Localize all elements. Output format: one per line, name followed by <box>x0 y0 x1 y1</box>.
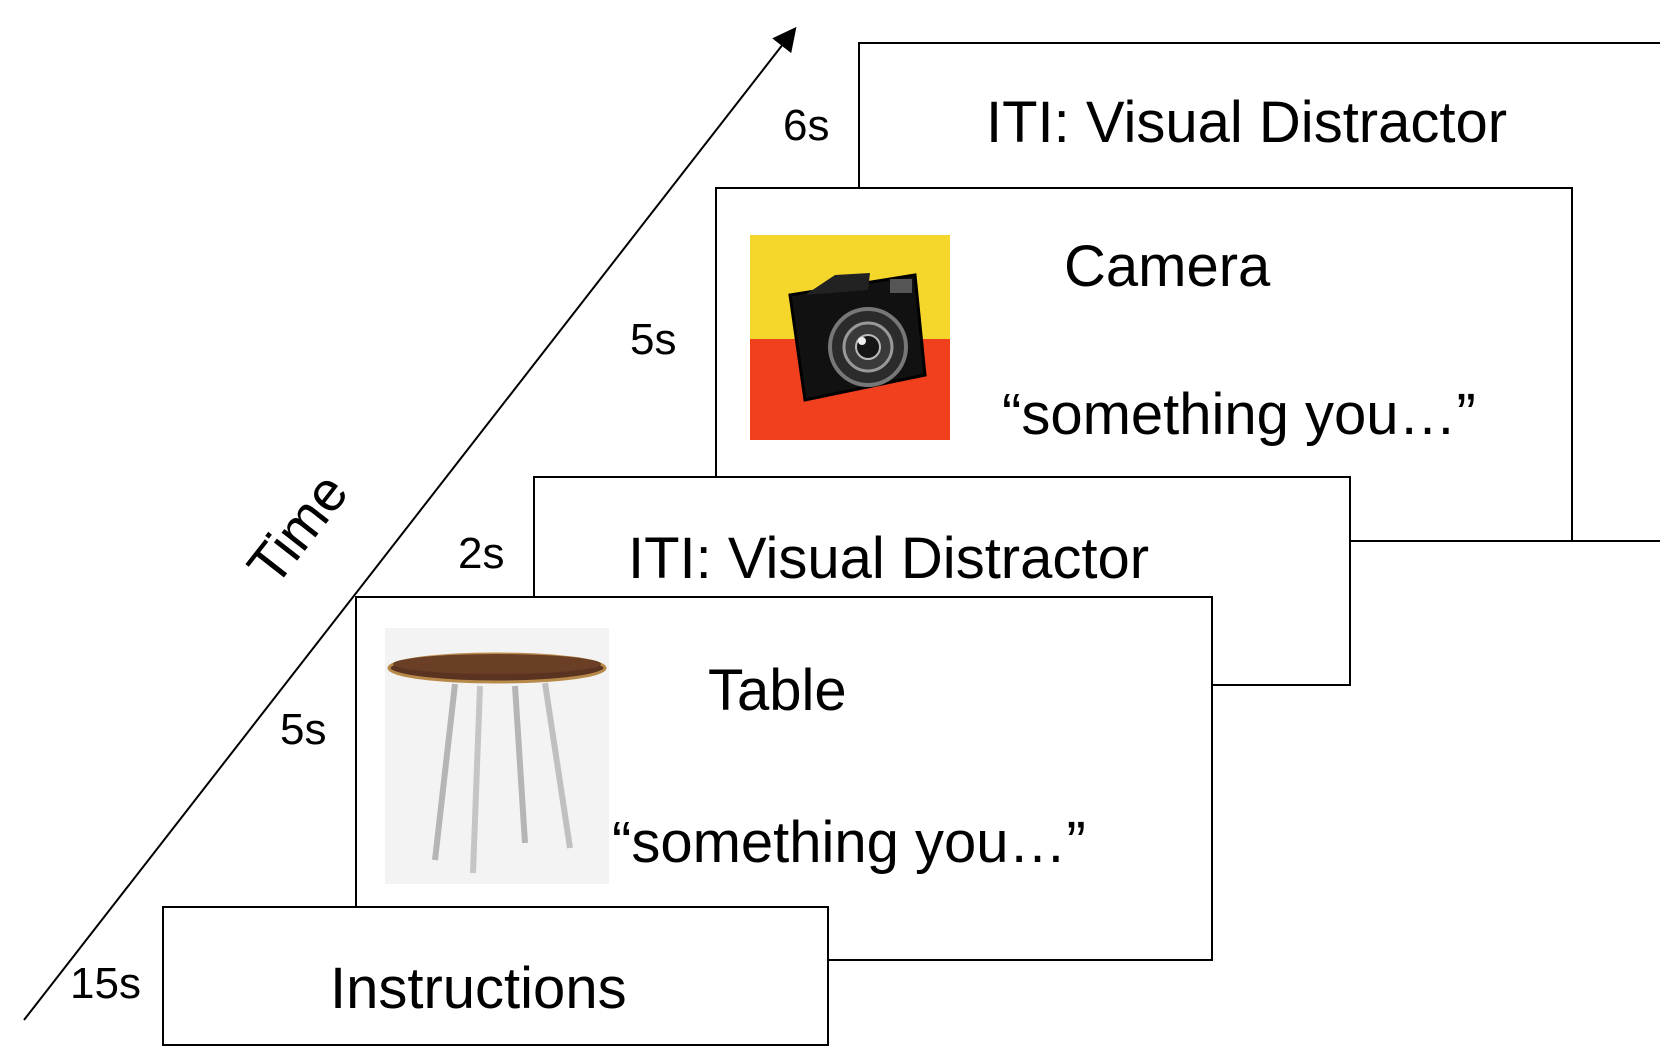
camera-image <box>750 235 950 440</box>
camera-cue: “something you…” <box>1002 382 1476 447</box>
duration-label-2s: 2s <box>458 529 505 578</box>
camera-icon <box>788 273 927 402</box>
instructions-title: Instructions <box>330 956 627 1021</box>
table-title: Table <box>708 658 847 723</box>
iti-title-2s: ITI: Visual Distractor <box>628 526 1150 591</box>
duration-label-6s: 6s <box>783 101 830 150</box>
duration-label-camera: 5s <box>630 315 677 364</box>
table-cue: “something you…” <box>612 810 1086 875</box>
table-icon <box>387 652 607 874</box>
iti-title-6s: ITI: Visual Distractor <box>986 90 1508 155</box>
duration-label-table: 5s <box>280 705 327 754</box>
camera-title: Camera <box>1064 234 1271 299</box>
table-image <box>385 628 609 884</box>
duration-label-15s: 15s <box>70 959 141 1008</box>
instructions-frame <box>162 906 829 1046</box>
time-arrow <box>23 26 797 1021</box>
